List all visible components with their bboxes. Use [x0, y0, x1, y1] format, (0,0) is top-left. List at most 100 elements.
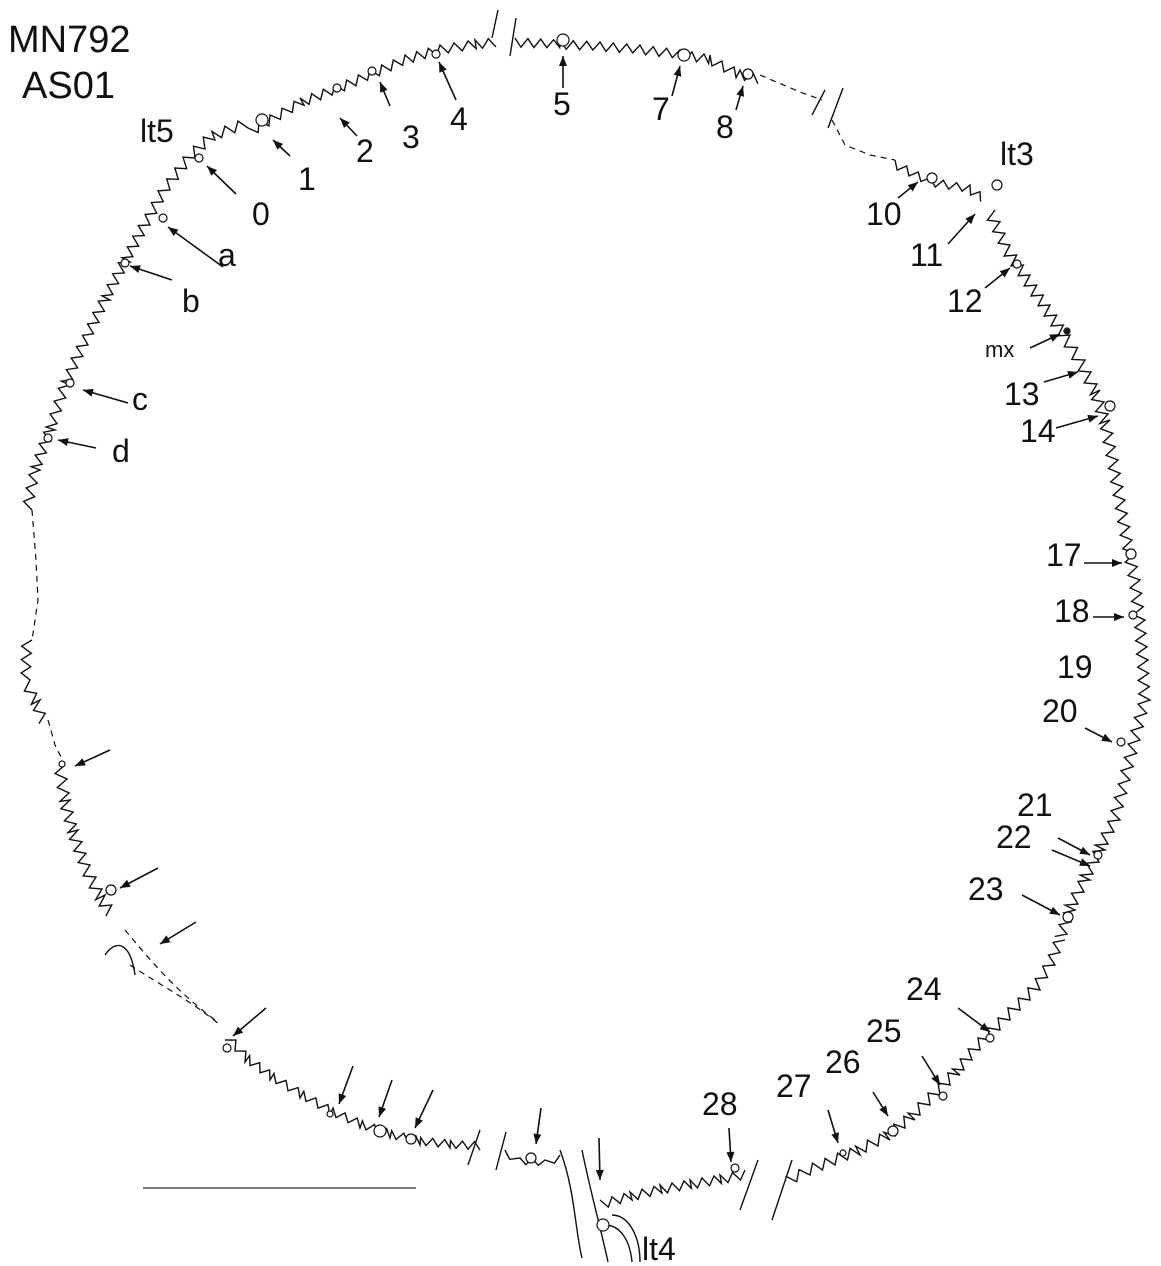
pointer-arrow [726, 1127, 735, 1163]
outline-marker [65, 378, 75, 388]
outline-marker [105, 884, 117, 896]
label-22: 22 [996, 819, 1032, 855]
break-mark [495, 1131, 507, 1171]
outline-marker [985, 1033, 995, 1043]
pointer-arrow [595, 1137, 604, 1181]
pointer-arrow [735, 85, 744, 111]
break-mark [559, 1149, 583, 1259]
pointer-arrow [414, 1089, 434, 1129]
pointer-arrow [1084, 559, 1122, 567]
outline-marker [222, 1043, 232, 1053]
outline-markers [43, 33, 1138, 1232]
outline-marker [158, 213, 168, 223]
outline-marker [367, 66, 377, 76]
outline-marker [326, 1110, 334, 1118]
label-18: 18 [1054, 593, 1090, 629]
outline-segment [986, 209, 1152, 938]
pointer-arrow [1084, 727, 1113, 743]
outline-marker [1116, 737, 1126, 747]
label-21: 21 [1017, 787, 1053, 823]
outline-segment [785, 939, 1066, 1183]
break-mark [611, 1214, 641, 1263]
label-17: 17 [1046, 537, 1082, 573]
specimen-sub-id: AS01 [22, 65, 115, 107]
outline-segment [831, 119, 896, 161]
pointer-arrow [82, 388, 129, 404]
label-27: 27 [776, 1068, 812, 1104]
label-24: 24 [906, 971, 942, 1007]
label-5: 5 [553, 86, 571, 122]
pointer-arrow [57, 438, 97, 449]
outline-segment [47, 719, 66, 766]
outline-marker [887, 1125, 899, 1137]
outline-marker-dot [1064, 328, 1070, 334]
label-14: 14 [1020, 413, 1056, 449]
label-25: 25 [866, 1013, 902, 1049]
pointer-arrow [272, 139, 291, 157]
pointer-arrow [159, 921, 197, 945]
break-mark [581, 1149, 609, 1263]
outline-marker [431, 49, 441, 59]
pointer-arrow [232, 1007, 267, 1037]
pointer-arrow [671, 65, 682, 97]
break-mark [827, 87, 844, 129]
label-20: 20 [1042, 693, 1078, 729]
outline-marker [938, 1091, 948, 1101]
label-23: 23 [968, 871, 1004, 907]
labels: lt5 lt3 lt4 0 1 2 3 4 5 7 8 10 11 12 mx … [112, 86, 1093, 1266]
outline-marker [1062, 911, 1074, 923]
label-13: 13 [1004, 376, 1040, 412]
outline-marker [405, 1133, 417, 1145]
label-7: 7 [652, 91, 670, 127]
outline-segment [22, 119, 249, 511]
label-a: a [218, 237, 236, 273]
outline-marker [839, 1149, 847, 1157]
outline-marker [1093, 850, 1103, 860]
label-mx: mx [985, 337, 1014, 362]
label-b: b [182, 283, 200, 319]
outline-marker [332, 83, 342, 93]
specimen-outline [20, 37, 1152, 1209]
break-mark [509, 17, 517, 57]
outline-segment [894, 159, 982, 202]
label-10: 10 [866, 196, 902, 232]
landmark-lt4: lt4 [642, 1231, 676, 1266]
break-mark [129, 964, 221, 1026]
label-2: 2 [356, 133, 374, 169]
outline-marker [120, 258, 130, 268]
outline-marker [43, 433, 53, 443]
label-4: 4 [450, 101, 468, 137]
pointer-arrow [947, 213, 976, 245]
label-28: 28 [702, 1086, 738, 1122]
pointer-arrow [338, 1065, 354, 1105]
pointer-arrow [378, 1079, 393, 1118]
landmark-lt3: lt3 [1000, 136, 1034, 172]
pointer-arrow [827, 1109, 839, 1144]
label-11: 11 [910, 237, 943, 273]
pointer-arrow [872, 1091, 889, 1117]
outline-marker [255, 113, 269, 127]
label-26: 26 [825, 1044, 861, 1080]
label-19: 19 [1057, 649, 1093, 685]
pointer-arrow [74, 749, 111, 767]
outline-marker [926, 172, 938, 184]
break-mark [811, 89, 826, 116]
pointer-arrow [1057, 837, 1091, 856]
pointer-arrow [984, 267, 1011, 289]
break-mark [604, 1224, 633, 1263]
pointer-arrow [533, 1107, 542, 1145]
label-1: 1 [298, 161, 316, 197]
outline-marker [742, 68, 754, 80]
pointer-arrow [897, 181, 919, 199]
pointer-arrow [559, 56, 567, 88]
pointer-arrow [339, 117, 358, 137]
outline-marker [556, 33, 570, 47]
outline-marker [1128, 610, 1138, 620]
pointer-arrow [957, 1007, 991, 1033]
label-12: 12 [947, 283, 983, 319]
outline-marker [991, 179, 1003, 191]
pointer-arrow [1093, 613, 1124, 621]
outline-marker [677, 48, 691, 62]
pointer-arrow [1051, 849, 1091, 867]
outline-segment [514, 37, 759, 84]
